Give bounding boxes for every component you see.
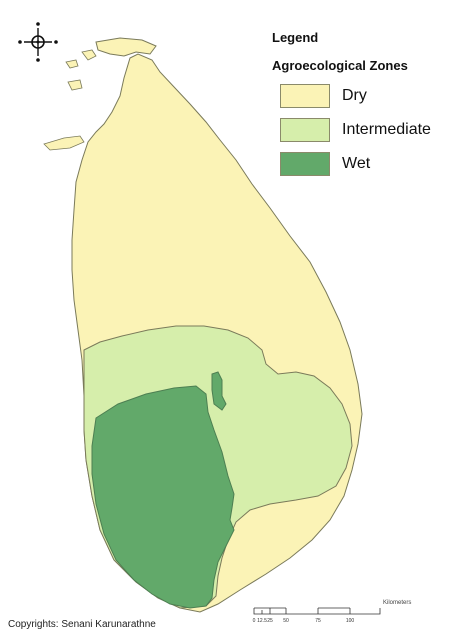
legend-label: Wet (342, 155, 371, 172)
mannar-island (43, 135, 85, 151)
zone-wet (91, 385, 235, 609)
legend-swatch-intermediate (280, 118, 330, 142)
compass-icon (18, 22, 58, 62)
scale-tick-label: 50 (283, 618, 289, 624)
northern-island (65, 59, 79, 69)
scale-tick-label: 75 (315, 618, 321, 624)
legend-swatch-wet (280, 152, 330, 176)
scale-tick-label: 0 (253, 618, 256, 624)
legend-label: Intermediate (342, 121, 431, 138)
scale-unit: Kilometers (383, 600, 412, 606)
northern-island (67, 79, 83, 91)
legend-swatch-dry (280, 84, 330, 108)
legend-item-intermediate: Intermediate (280, 118, 445, 144)
jaffna-peninsula (95, 37, 157, 57)
northern-island (81, 49, 97, 61)
legend-item-dry: Dry (280, 84, 445, 110)
legend-subtitle: Agroecological Zones (272, 58, 408, 73)
copyright-credit: Copyrights: Senani Karunarathne (8, 619, 156, 630)
zone-wet-patch (211, 371, 227, 411)
legend-label: Dry (342, 87, 367, 104)
scale-tick-label: 100 (346, 618, 355, 624)
scale-tick-label: 25 (267, 618, 273, 624)
legend-title: Legend (272, 30, 319, 45)
scale-tick-label: 12.5 (257, 618, 267, 624)
legend-item-wet: Wet (280, 152, 445, 178)
